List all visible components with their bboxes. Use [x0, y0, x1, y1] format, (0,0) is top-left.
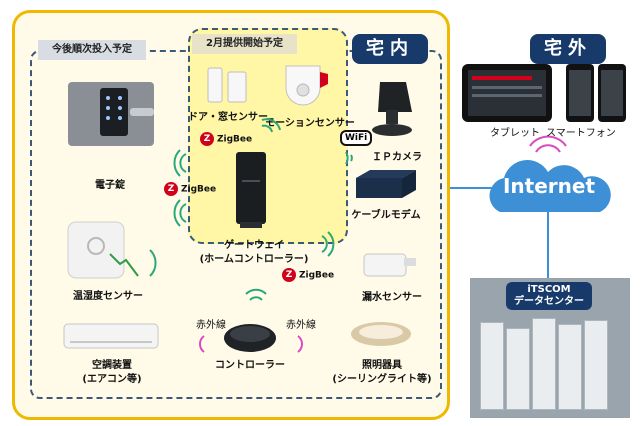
- devices-image: [462, 64, 626, 122]
- aircon-image: [63, 323, 159, 349]
- datacenter-label-1: iTSCOM: [527, 284, 571, 295]
- gateway-label-1: ゲートウェイ: [224, 240, 284, 251]
- temp-humidity-image: [67, 221, 139, 279]
- aircon-label-2: (エアコン等): [82, 374, 142, 385]
- motion-sensor-image: [285, 65, 328, 106]
- wifi-waves-icon: [345, 151, 353, 165]
- planned-header: 今後順次投入予定: [38, 40, 146, 60]
- tablet-label: タブレット: [490, 128, 540, 139]
- door-sensor-label: ドア・窓センサー: [188, 112, 268, 123]
- electronic-lock-label: 電子錠: [95, 180, 125, 191]
- feb-header: 2月提供開始予定: [192, 34, 297, 54]
- internet-cloud-icon: [489, 160, 611, 212]
- ir-label-right: 赤外線: [286, 320, 316, 331]
- datacenter-label-2: データセンター: [514, 296, 584, 307]
- lighting-label-1: 照明器具: [362, 360, 402, 371]
- cable-modem-label: ケーブルモデム: [351, 210, 421, 221]
- datacenter-image: [470, 278, 630, 418]
- water-leak-image: [363, 253, 416, 277]
- gateway-image: [236, 152, 266, 228]
- door-sensor-image: [207, 67, 247, 103]
- controller-label: コントローラー: [215, 360, 285, 371]
- outdoor-badge: 宅外: [530, 34, 606, 64]
- feb-zone: [188, 28, 348, 244]
- water-leak-label: 漏水センサー: [362, 292, 422, 303]
- cable-modem-image: [356, 170, 416, 198]
- ir-label-left: 赤外線: [196, 320, 226, 331]
- gateway-label-2: (ホームコントローラー): [199, 254, 309, 265]
- temp-humidity-label: 温湿度センサー: [73, 291, 143, 302]
- wifi-badge: WiFi: [340, 130, 373, 146]
- lighting-label-2: (シーリングライト等): [332, 374, 432, 385]
- smartphone-label: スマートフォン: [546, 128, 616, 139]
- aircon-label-1: 空調装置: [92, 360, 132, 371]
- indoor-badge: 宅内: [352, 34, 428, 64]
- electronic-lock-image: [68, 82, 154, 146]
- datacenter-badge: iTSCOM データセンター: [506, 282, 592, 310]
- ip-camera-label: ＩＰカメラ: [372, 152, 422, 163]
- motion-sensor-label: モーションセンサー: [265, 118, 355, 129]
- internet-label: Internet: [502, 174, 596, 198]
- ip-camera-image: [372, 82, 412, 136]
- lighting-image: [351, 322, 411, 346]
- controller-image: [224, 324, 276, 352]
